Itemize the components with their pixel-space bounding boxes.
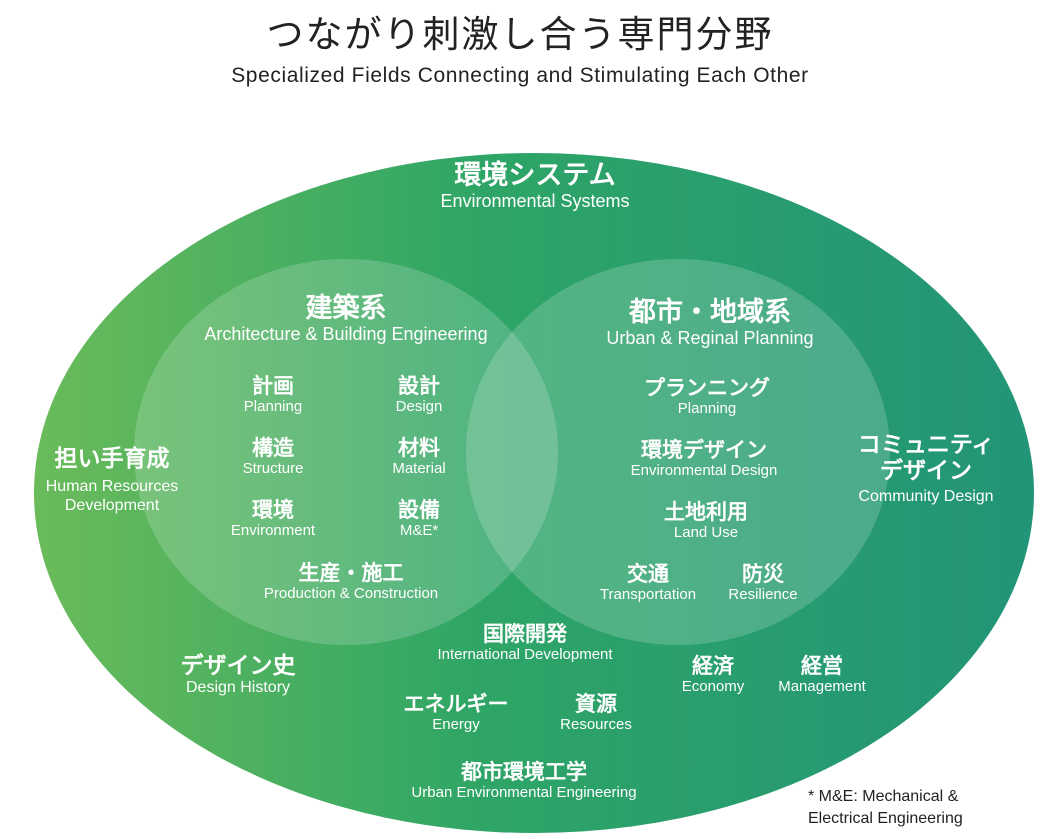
environmental-systems-label: 環境システム Environmental Systems [440, 160, 630, 212]
urban-item-transportation: 交通 Transportation [599, 562, 697, 604]
design-history-label: デザイン史 Design History [180, 653, 296, 697]
arch-item-planning: 計画 Planning [243, 374, 303, 416]
urban-item-planning: プランニング Planning [644, 376, 770, 418]
community-design-label: コミュニティ デザイン Community Design [857, 432, 995, 505]
footnote: * M&E: Mechanical & Electrical Engineeri… [808, 786, 963, 830]
urban-circle [466, 259, 890, 645]
urban-item-resilience: 防災 Resilience [728, 562, 798, 604]
page-title: つながり刺激し合う専門分野 [266, 13, 774, 56]
urban-item-land-use: 土地利用 Land Use [664, 500, 748, 542]
arch-item-design: 設計 Design [395, 374, 443, 416]
architecture-heading: 建築系 Architecture & Building Engineering [204, 293, 488, 345]
human-resources-label: 担い手育成 Human Resources Development [45, 446, 179, 514]
urban-heading: 都市・地域系 Urban & Reginal Planning [606, 297, 814, 349]
arch-item-structure: 構造 Structure [242, 436, 304, 478]
arch-item-me: 設備 M&E* [398, 498, 440, 540]
page-subtitle: Specialized Fields Connecting and Stimul… [231, 64, 809, 87]
architecture-circle [134, 259, 558, 645]
resources-label: 資源 Resources [560, 692, 632, 734]
urban-item-env-design: 環境デザイン Environmental Design [630, 438, 778, 480]
international-development-label: 国際開発 International Development [437, 622, 613, 664]
arch-item-environment: 環境 Environment [230, 498, 316, 540]
management-label: 経営 Management [778, 654, 866, 696]
energy-label: エネルギー Energy [403, 692, 509, 734]
footnote-line-2: Electrical Engineering [808, 810, 963, 827]
economy-label: 経済 Economy [681, 654, 745, 696]
outer-ellipse [34, 153, 1034, 833]
urban-environmental-engineering-label: 都市環境工学 Urban Environmental Engineering [411, 760, 637, 802]
arch-item-production: 生産・施工 Production & Construction [263, 561, 439, 603]
arch-item-material: 材料 Material [392, 436, 446, 478]
footnote-line-1: * M&E: Mechanical & [808, 788, 959, 805]
